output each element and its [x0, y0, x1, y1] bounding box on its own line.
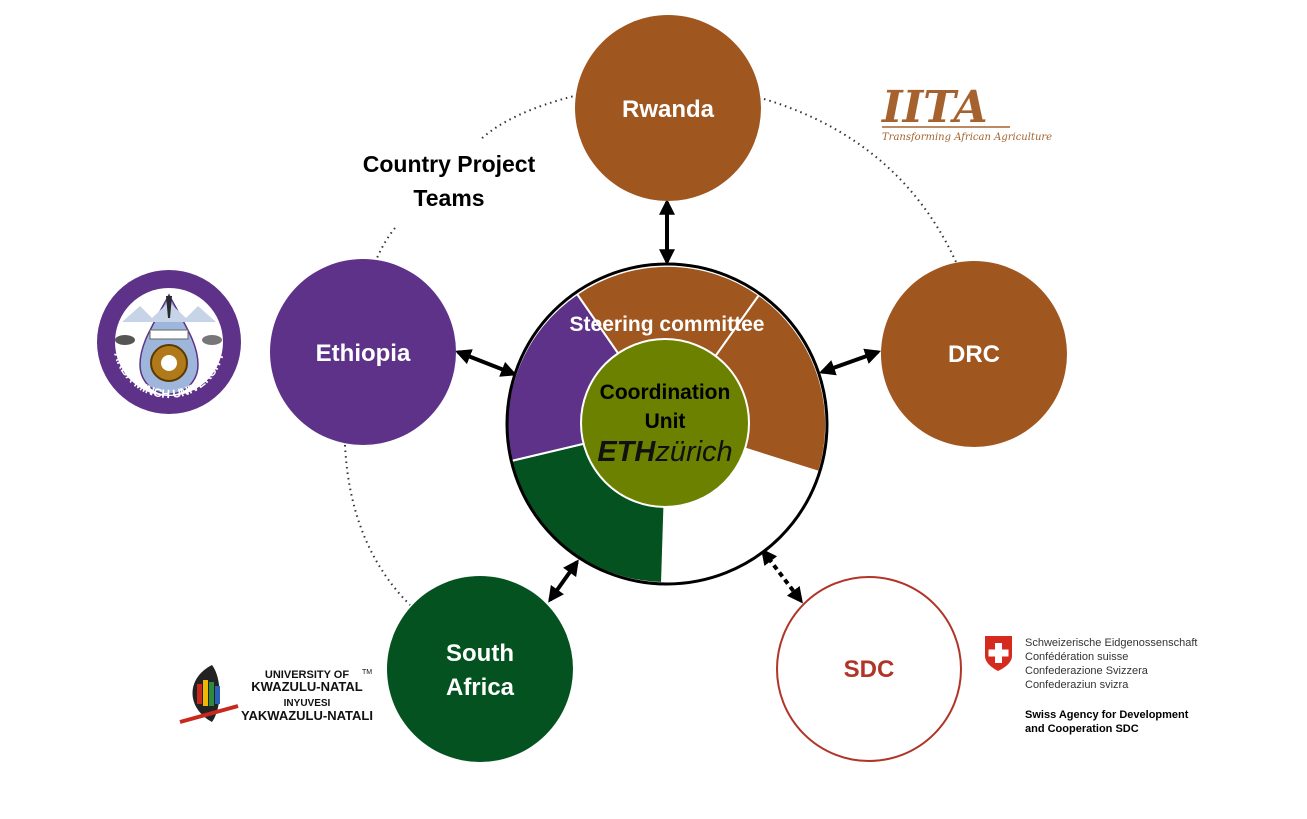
arrow-southafrica-center	[548, 559, 579, 603]
ethiopia-label: Ethiopia	[316, 340, 411, 367]
rwanda-node	[575, 15, 761, 201]
eth-logo-italic: zürich	[654, 436, 732, 468]
ukzn-shield-stripe-green	[209, 682, 214, 706]
ukzn-line4: YAKWAZULU-NATALI	[241, 708, 373, 723]
ring-segment-ethiopia-upper	[376, 227, 396, 259]
ukzn-trademark: TM	[362, 669, 372, 676]
sdc-agency-line-1: Swiss Agency for Development	[1025, 709, 1189, 721]
eth-zurich-logo: ETHzürich	[597, 436, 732, 468]
country-project-teams-line1: Country Project	[363, 151, 536, 177]
seal-gear-hub	[161, 355, 177, 371]
ethiopia-node	[270, 259, 456, 445]
seal-torch-icon	[166, 296, 172, 318]
south-africa-node	[387, 576, 573, 762]
iita-logo: IITA Transforming African Agriculture	[880, 82, 1052, 143]
coordination-unit-circle	[580, 338, 750, 508]
south-africa-line2: Africa	[446, 674, 515, 701]
ukzn-line3: INYUVESI	[284, 698, 331, 709]
country-project-teams-line2: Teams	[413, 185, 484, 211]
swiss-line-3: Confederazione Svizzera	[1025, 665, 1149, 677]
steering-committee-outline	[505, 262, 829, 586]
ukzn-line2: KWAZULU-NATAL	[251, 679, 362, 694]
arba-minch-university-seal: ARBA MINCH UNIVERSITY	[97, 270, 241, 414]
seal-cattle-right-icon	[202, 335, 222, 345]
ukzn-spear-icon	[179, 704, 239, 724]
connector-arrows	[455, 198, 882, 604]
eth-logo-bold: ETH	[597, 436, 656, 468]
swiss-confederation-logo: Schweizerische Eidgenossenschaft Confédé…	[985, 636, 1197, 735]
iita-logo-name: IITA	[880, 82, 988, 133]
arrow-sdc-center	[761, 548, 803, 604]
ring-segment-rwanda-drc	[763, 98, 957, 263]
seal-cattle-left-icon	[115, 335, 135, 345]
arrow-ethiopia-center	[455, 349, 517, 377]
rwanda-label: Rwanda	[622, 96, 715, 123]
drc-label: DRC	[948, 341, 1000, 368]
drc-node	[881, 261, 1067, 447]
ring-segment-ethiopia-southafrica	[344, 444, 411, 606]
sdc-label: SDC	[844, 656, 895, 683]
steering-committee-label: Steering committee	[570, 313, 765, 336]
sdc-agency-line-2: and Cooperation SDC	[1025, 723, 1139, 735]
swiss-cross-horizontal	[988, 649, 1009, 657]
coordination-unit-line1: Coordination	[600, 381, 731, 404]
swiss-line-4: Confederaziun svizra	[1025, 679, 1129, 691]
ukzn-shield-stripe-yellow	[203, 680, 208, 706]
ukzn-shield-stripe-red	[197, 684, 202, 704]
iita-logo-tagline: Transforming African Agriculture	[882, 132, 1052, 143]
south-africa-line1: South	[446, 640, 514, 667]
ukzn-shield-stripe-blue	[215, 686, 220, 704]
arrow-drc-center	[818, 348, 882, 376]
swiss-line-2: Confédération suisse	[1025, 651, 1128, 663]
sdc-node	[776, 576, 962, 762]
ukzn-logo: UNIVERSITY OF KWAZULU-NATAL INYUVESI YAK…	[179, 665, 373, 724]
swiss-line-1: Schweizerische Eidgenossenschaft	[1025, 637, 1197, 649]
ukzn-line1: UNIVERSITY OF	[265, 669, 349, 681]
coordination-unit-line2: Unit	[645, 410, 686, 433]
ring-segment-rwanda-ethiopia-top	[479, 94, 579, 141]
outer-dotted-ring	[344, 94, 957, 606]
seal-book-icon	[149, 329, 189, 340]
